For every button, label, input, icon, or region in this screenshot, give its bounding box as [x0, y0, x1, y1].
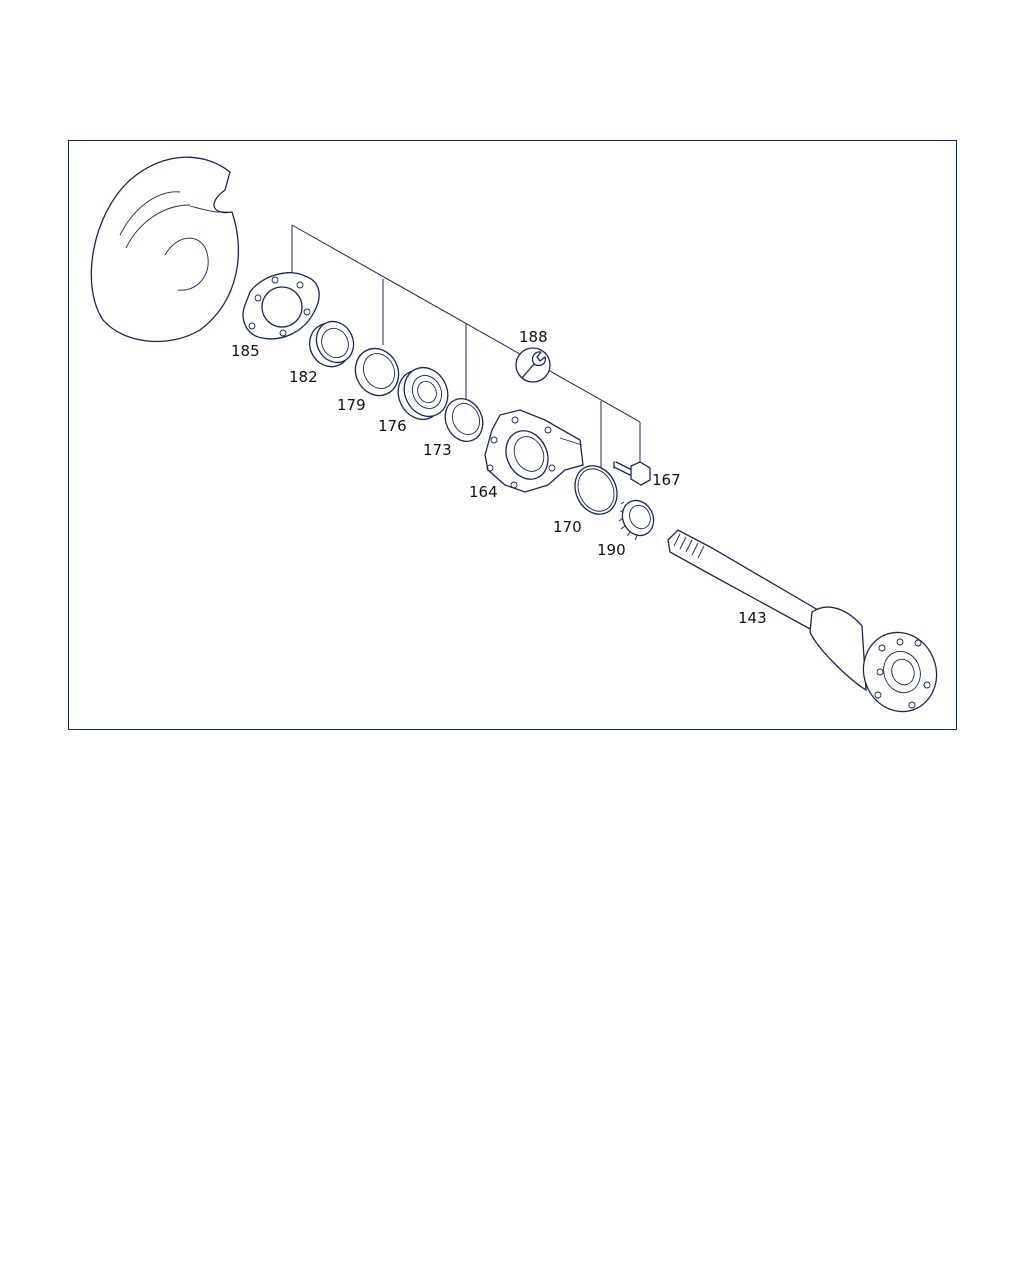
part-labels: 185 182 179 176 173 164 188 170 167 190 …: [231, 328, 767, 627]
o-ring: [574, 465, 618, 515]
label-143: 143: [738, 609, 767, 627]
label-176: 176: [378, 417, 407, 435]
label-167: 167: [652, 471, 681, 489]
wrench-icon: [515, 347, 551, 383]
axle-shaft: [667, 529, 938, 713]
label-170: 170: [553, 518, 582, 536]
label-164: 164: [469, 483, 498, 501]
backing-plate: [90, 156, 240, 343]
seal-ring: [354, 347, 400, 397]
label-173: 173: [423, 441, 452, 459]
wheel-bearing: [397, 367, 449, 420]
label-190: 190: [597, 541, 626, 559]
sensor-ring: [618, 499, 655, 541]
bearing-housing: [484, 409, 584, 493]
sleeve-ring: [308, 320, 355, 368]
inner-seal: [444, 398, 484, 442]
label-179: 179: [337, 396, 366, 414]
diagram-frame: [68, 140, 957, 730]
hex-bolt: [613, 461, 651, 486]
label-185: 185: [231, 342, 260, 360]
label-182: 182: [289, 368, 318, 386]
label-188: 188: [519, 328, 548, 346]
gasket: [242, 272, 320, 340]
